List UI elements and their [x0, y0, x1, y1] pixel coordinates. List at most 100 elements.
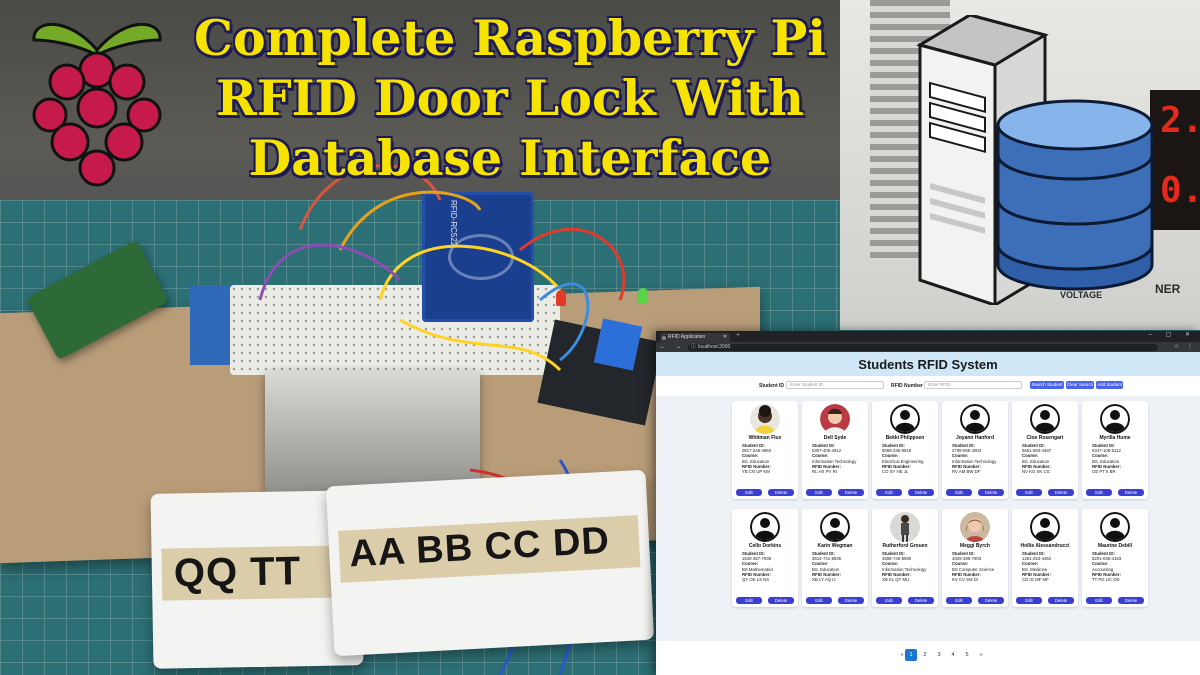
- field-label: Student ID:: [1022, 551, 1045, 556]
- field-value: 0817-246-4953: [742, 448, 772, 454]
- default-avatar-icon: [1100, 512, 1130, 542]
- url-text: localhost:3000: [698, 344, 731, 350]
- default-avatar-icon: [820, 512, 850, 542]
- power-supply-display: [1150, 90, 1200, 230]
- address-bar[interactable]: ⓘ localhost:3000: [688, 344, 1158, 351]
- title-line-1: Complete Raspberry Pi: [194, 9, 826, 67]
- field-label: Course:: [742, 453, 759, 459]
- edit-button[interactable]: Edit: [1016, 489, 1042, 496]
- field-label: RFID Number:: [882, 463, 911, 469]
- browser-tab[interactable]: RFID Application ✕: [660, 333, 730, 342]
- delete-button[interactable]: Delete: [978, 489, 1004, 496]
- field-label: Course:: [812, 561, 829, 567]
- delete-button[interactable]: Delete: [1118, 489, 1144, 496]
- first-page-button[interactable]: «: [900, 652, 904, 658]
- field-label: Course:: [952, 561, 969, 567]
- title-line-2: RFID Door Lock With: [216, 69, 804, 127]
- rfid-number-label: RFID Number: [891, 383, 923, 389]
- field-value: BS. Education: [1022, 458, 1050, 464]
- field-value: RV AM BW DF: [952, 469, 981, 475]
- field-label: Course:: [742, 561, 759, 567]
- page-1-button[interactable]: 1: [905, 649, 917, 661]
- edit-button[interactable]: Edit: [946, 597, 972, 604]
- field-value: XB KL QY MU: [882, 577, 910, 583]
- psu-digits-top: 2.: [1160, 100, 1200, 141]
- window-controls[interactable]: – ▢ ✕: [1148, 332, 1196, 338]
- field-value: YB CN UP KM: [742, 469, 770, 475]
- page-5-button[interactable]: 5: [965, 652, 969, 658]
- field-value: NV KG XK CG: [1022, 469, 1050, 475]
- edit-button[interactable]: Edit: [876, 489, 902, 496]
- delete-button[interactable]: Delete: [838, 489, 864, 496]
- edit-button[interactable]: Edit: [806, 597, 832, 604]
- delete-button[interactable]: Delete: [1048, 597, 1074, 604]
- edit-button[interactable]: Edit: [736, 597, 762, 604]
- default-avatar-icon: [1030, 404, 1060, 434]
- edit-button[interactable]: Edit: [876, 597, 902, 604]
- student-name: Myrilla Hume: [1099, 435, 1131, 441]
- tab-close-icon[interactable]: ✕: [722, 334, 727, 340]
- field-label: Course:: [882, 453, 899, 459]
- delete-button[interactable]: Delete: [908, 597, 934, 604]
- field-label: Course:: [812, 453, 829, 459]
- add-student-button[interactable]: Add Student: [1096, 381, 1123, 389]
- new-tab-icon[interactable]: +: [736, 332, 741, 339]
- field-value: XB LY AQ IJ: [812, 577, 836, 583]
- psu-digits-bottom: 0.: [1160, 170, 1200, 211]
- field-value: BS Mathematics: [742, 566, 774, 572]
- page-3-button[interactable]: 3: [937, 652, 941, 658]
- page-2-button[interactable]: 2: [923, 652, 927, 658]
- field-value: GE PT II BR: [1092, 469, 1116, 475]
- card1-label: QQ TT: [173, 549, 302, 596]
- rfid-card-2: AA BB CC DD: [325, 469, 655, 657]
- delete-button[interactable]: Delete: [1048, 489, 1074, 496]
- student-id-input[interactable]: Enter Student ID: [786, 381, 884, 389]
- edit-button[interactable]: Edit: [946, 489, 972, 496]
- field-label: Course:: [1022, 453, 1039, 459]
- edit-button[interactable]: Edit: [1086, 489, 1112, 496]
- tab-favicon-icon: [662, 336, 666, 340]
- delete-button[interactable]: Delete: [1118, 597, 1144, 604]
- rfid-number-input[interactable]: Enter RFID: [924, 381, 1022, 389]
- edit-button[interactable]: Edit: [806, 489, 832, 496]
- delete-button[interactable]: Delete: [908, 489, 934, 496]
- field-label: RFID Number:: [1092, 571, 1121, 577]
- student-name: Hollie Alessandrucci: [1020, 543, 1070, 549]
- edit-button[interactable]: Edit: [1086, 597, 1112, 604]
- page-4-button[interactable]: 4: [951, 652, 955, 658]
- site-info-icon[interactable]: ⓘ: [691, 344, 697, 350]
- field-value: BS Computer Science: [952, 566, 995, 572]
- field-label: Student ID:: [882, 551, 905, 556]
- edit-button[interactable]: Edit: [1016, 597, 1042, 604]
- field-label: Course:: [952, 453, 969, 459]
- field-value: QY OK LS NS: [742, 577, 770, 583]
- tab-title: RFID Application: [668, 334, 706, 340]
- last-page-button[interactable]: »: [979, 652, 983, 658]
- edit-button[interactable]: Edit: [736, 489, 762, 496]
- solenoid-door-lock: [265, 370, 480, 495]
- field-label: Course:: [1092, 561, 1109, 567]
- search-student-button[interactable]: Search Student: [1030, 381, 1064, 389]
- browser-menu-icons[interactable]: ☆ ⋮: [1173, 344, 1196, 350]
- search-bar: Student ID Enter Student ID RFID Number …: [656, 376, 1200, 394]
- delete-button[interactable]: Delete: [768, 597, 794, 604]
- student-name: Whitman Flux: [748, 435, 782, 441]
- nav-buttons[interactable]: ← → ⟳: [660, 344, 701, 350]
- default-avatar-icon: [1100, 404, 1130, 434]
- clear-search-button[interactable]: Clear Search: [1066, 381, 1094, 389]
- delete-button[interactable]: Delete: [768, 489, 794, 496]
- delete-button[interactable]: Delete: [838, 597, 864, 604]
- field-value: Information Technology: [812, 458, 857, 464]
- student-name: Dell Syde: [823, 435, 847, 441]
- delete-button[interactable]: Delete: [978, 597, 1004, 604]
